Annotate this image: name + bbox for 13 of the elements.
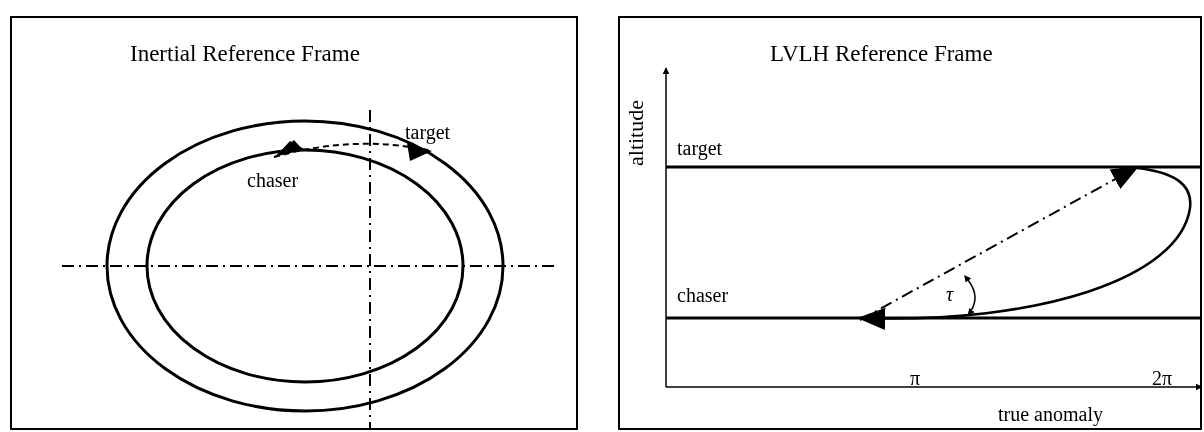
orbit-label: chaser — [677, 285, 729, 305]
axis-label: true anomaly — [998, 404, 1103, 424]
angle-label: τ — [946, 284, 954, 304]
panel-title: LVLH Reference Frame — [770, 42, 993, 65]
orbit-label: target — [677, 138, 723, 158]
orbit-label: target — [405, 122, 451, 142]
axis-label: altitude — [625, 100, 647, 166]
frame-panel — [618, 16, 1202, 430]
panel-title: Inertial Reference Frame — [130, 42, 360, 65]
frame-panel — [10, 16, 578, 430]
tick-label: 2π — [1152, 368, 1173, 388]
orbit-label: chaser — [247, 170, 299, 190]
tick-label: π — [910, 368, 921, 388]
